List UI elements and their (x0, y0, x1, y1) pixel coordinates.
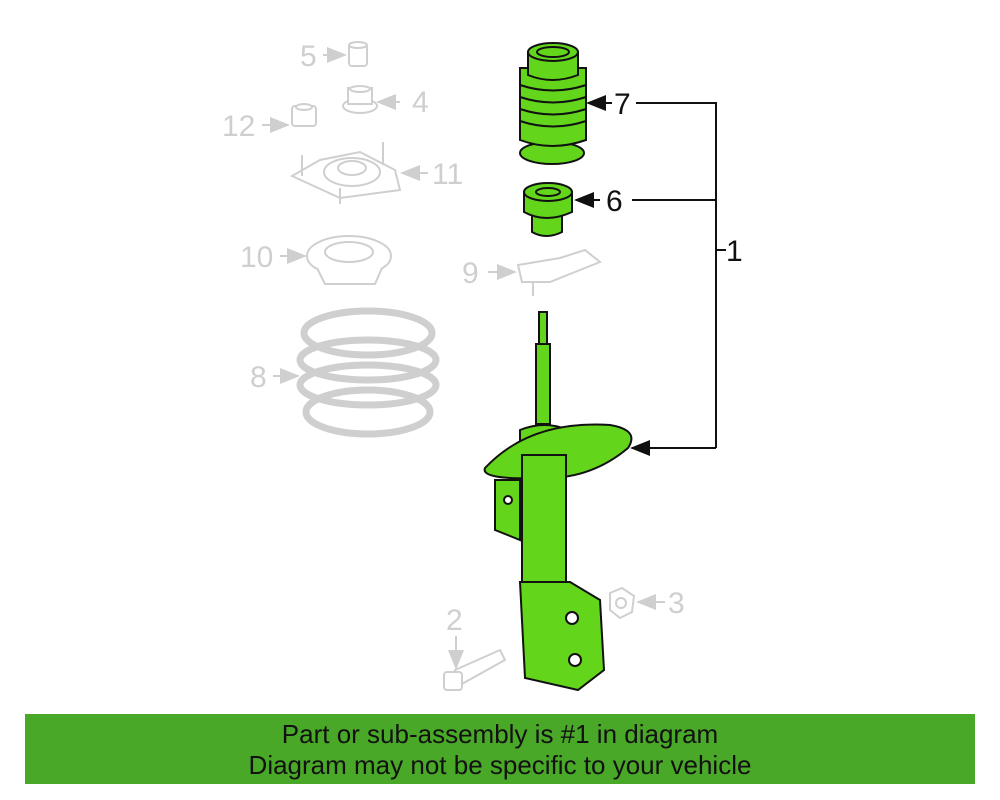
part-4-nut[interactable] (342, 85, 378, 114)
part-8-coil-spring[interactable] (296, 307, 440, 438)
part-10-spring-seat[interactable] (306, 235, 392, 285)
part-11-strut-mount[interactable] (289, 142, 402, 204)
callout-3[interactable]: 3 (668, 587, 685, 620)
callout-8[interactable]: 8 (250, 361, 267, 394)
callout-4[interactable]: 4 (412, 86, 429, 119)
callout-1[interactable]: 1 (726, 235, 743, 268)
leader-lines (262, 47, 726, 670)
banner-line-1: Part or sub-assembly is #1 in diagram (281, 719, 719, 749)
callout-11[interactable]: 11 (432, 158, 463, 191)
callout-12[interactable]: 12 (222, 110, 255, 143)
callout-2[interactable]: 2 (446, 604, 463, 637)
callout-9[interactable]: 9 (462, 257, 479, 290)
banner-line-2: Diagram may not be specific to your vehi… (248, 750, 752, 780)
part-3-nut[interactable] (609, 586, 636, 620)
callout-5[interactable]: 5 (300, 40, 317, 73)
part-7-dust-boot[interactable] (519, 42, 587, 165)
callout-10[interactable]: 10 (240, 241, 273, 274)
part-6-bump-stop[interactable] (523, 182, 573, 237)
part-9-bracket[interactable] (516, 248, 602, 296)
part-1-strut-assembly[interactable] (483, 311, 633, 692)
part-2-bolt[interactable] (443, 648, 507, 691)
part-5-cap[interactable] (348, 41, 368, 67)
info-banner: Part or sub-assembly is #1 in diagram Di… (25, 714, 975, 784)
callout-6[interactable]: 6 (606, 185, 623, 218)
part-12-nut[interactable] (291, 103, 317, 127)
callout-7[interactable]: 7 (614, 88, 631, 121)
